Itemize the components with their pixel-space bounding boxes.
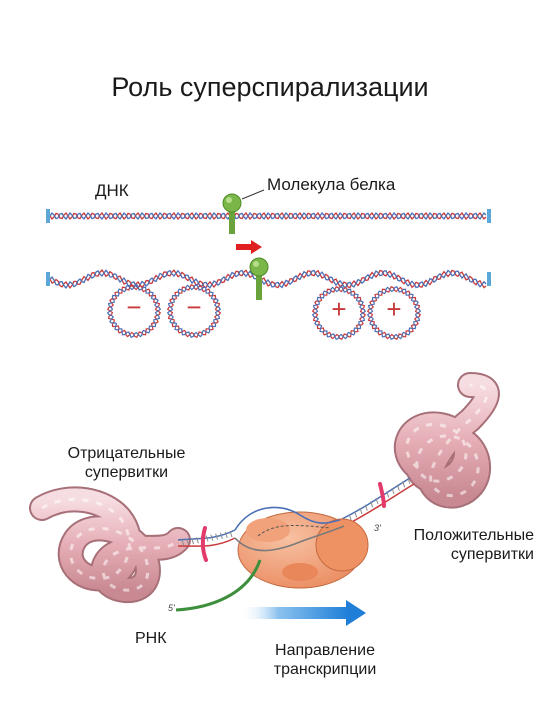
three-prime-label: 3' (374, 523, 381, 533)
duplex-rung-left (181, 539, 185, 547)
duplex-rung-right (359, 507, 363, 515)
sign-minus-1: − (126, 292, 141, 322)
negative-label-line2: супервитки (84, 463, 169, 481)
duplex-rung-right (364, 504, 368, 511)
supercoil-loop-2-blue (166, 284, 222, 338)
duplex-rung-left (219, 532, 223, 539)
duplex-rung-right (402, 481, 406, 488)
duplex-rung-left (215, 533, 219, 540)
duplex-rung-right (348, 514, 352, 521)
duplex-rung-right (407, 477, 411, 485)
dna-end-cap-right (487, 209, 491, 223)
sign-plus-2: + (386, 294, 401, 324)
protein-molecule-top (222, 193, 242, 234)
dna-end-cap-right-2 (487, 272, 491, 286)
duplex-rung-right (375, 497, 379, 505)
transcription-direction-label: Направление транскрипции (250, 642, 400, 680)
dna-end-cap-left (46, 209, 50, 223)
supercoil-loop-3-blue (311, 286, 367, 340)
duplex-rung-right (354, 511, 358, 518)
duplex-rung-left (205, 535, 209, 542)
protein-label: Молекула белка (267, 175, 396, 194)
movement-arrow (236, 240, 262, 254)
five-prime-label: 5' (168, 603, 175, 613)
negative-supercoil-tube (29, 486, 191, 604)
duplex-rung-left (224, 531, 228, 539)
duplex-rung-right (386, 491, 390, 498)
supercoil-clamp-right (378, 482, 386, 508)
positive-label-line2: супервитки (450, 545, 534, 563)
dna-strand-red-2 (49, 269, 487, 289)
sign-minus-2: − (186, 292, 201, 322)
dna-strand-blue (49, 212, 487, 220)
rna-strand (175, 559, 262, 612)
sign-plus-1: + (331, 294, 346, 324)
dna-label: ДНК (95, 181, 129, 200)
supercoil-loop-4-blue (366, 286, 422, 340)
positive-label-line1: Положительные (413, 527, 534, 544)
page-title: Роль суперспирализации (111, 72, 429, 102)
duplex-rung-right (396, 484, 400, 491)
direction-label-line2: транскрипции (273, 660, 377, 678)
transcription-bubble (234, 506, 345, 552)
duplex-rung-left (186, 538, 190, 546)
duplex-rung-right (391, 487, 395, 495)
protein-label-leader (241, 189, 265, 200)
relaxed-dna (46, 209, 491, 223)
negative-label-line1: Отрицательные (67, 445, 186, 462)
transcription-direction-arrow (240, 600, 366, 626)
protein-molecule-bottom (249, 257, 269, 300)
supercoiled-dna (46, 269, 491, 340)
duplex-rung-left (210, 534, 214, 541)
duplex-rung-left (191, 538, 195, 545)
dna-strand-blue-2 (49, 269, 487, 289)
negative-supercoils-label: Отрицательные супервитки (44, 445, 209, 483)
supercoil-loop-1-blue (106, 284, 162, 338)
duplex-rung-left (195, 537, 199, 544)
duplex-rung-left (229, 530, 233, 538)
dna-end-cap-left-2 (46, 272, 50, 286)
supercoil-clamp-left (200, 526, 208, 562)
duplex-rung-right (370, 501, 374, 508)
rna-label: РНК (135, 630, 167, 647)
positive-supercoils-label: Положительные супервитки (372, 527, 534, 565)
dna-strand-red (49, 212, 487, 220)
positive-supercoil-tube (393, 372, 500, 509)
direction-label-line1: Направление (275, 642, 375, 659)
